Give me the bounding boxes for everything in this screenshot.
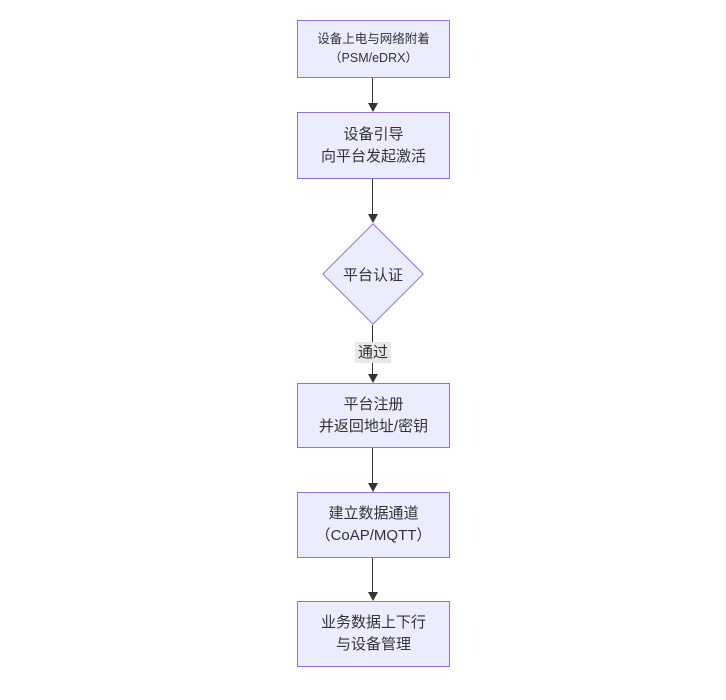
node-label-line: （CoAP/MQTT） xyxy=(315,527,432,544)
edge-arrowhead-5 xyxy=(368,592,378,601)
node-business-data: 业务数据上下行 与设备管理 xyxy=(297,601,450,667)
edge-line-4 xyxy=(372,448,373,484)
node-label-line: （PSM/eDRX） xyxy=(329,51,418,65)
edge-label-pass: 通过 xyxy=(354,342,392,363)
node-label-line: 设备上电与网络附着 xyxy=(317,32,430,46)
node-power-attach: 设备上电与网络附着 （PSM/eDRX） xyxy=(297,20,450,78)
node-label-line: 平台注册 xyxy=(343,395,404,413)
node-label-line: 向平台发起激活 xyxy=(320,147,426,165)
node-data-channel: 建立数据通道 （CoAP/MQTT） xyxy=(297,492,450,558)
node-label-line: 并返回地址/密钥 xyxy=(318,417,429,435)
edge-line-5 xyxy=(372,558,373,593)
node-label-line: 业务数据上下行 xyxy=(320,614,426,631)
node-platform-auth: 平台认证 xyxy=(322,223,424,325)
node-bootstrap: 设备引导 向平台发起激活 xyxy=(297,112,450,179)
edge-line-2 xyxy=(372,179,373,215)
edge-arrowhead-4 xyxy=(368,483,378,492)
node-platform-register: 平台注册 并返回地址/密钥 xyxy=(297,383,450,448)
node-label-line: 建立数据通道 xyxy=(328,505,419,522)
edge-arrowhead-3 xyxy=(368,374,378,383)
node-label-line: 与设备管理 xyxy=(335,636,411,653)
edge-line-1 xyxy=(372,78,373,104)
node-label-line: 平台认证 xyxy=(342,266,403,284)
edge-arrowhead-2 xyxy=(368,214,378,223)
edge-arrowhead-1 xyxy=(368,103,378,112)
node-label-line: 设备引导 xyxy=(343,125,404,143)
